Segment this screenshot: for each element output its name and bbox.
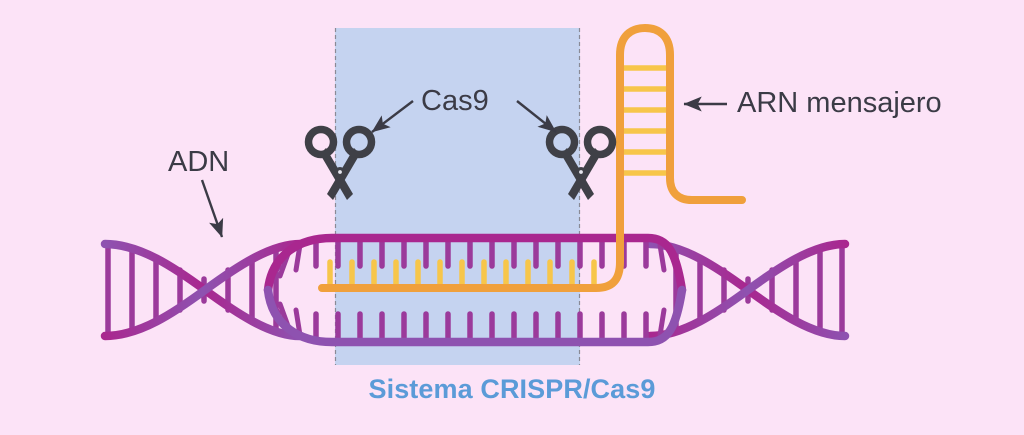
rna-hairpin-loop <box>616 24 746 209</box>
dna-top-teeth <box>313 237 649 269</box>
scissors-icon-left[interactable] <box>304 125 376 201</box>
crispr-highlight-box <box>334 28 581 365</box>
rna-guide-strand <box>318 201 624 292</box>
hairpin-rungs <box>619 65 671 176</box>
dna-unwound-bubble <box>263 233 687 347</box>
arrow-down-left-icon <box>371 100 414 133</box>
arrow-down-right-icon <box>200 179 224 238</box>
rna-teeth <box>327 259 597 289</box>
label-adn: ADN <box>168 146 230 178</box>
figure-caption: Sistema CRISPR/Cas9 <box>368 374 656 404</box>
label-cas9: Cas9 <box>421 85 489 117</box>
dna-bottom-teeth <box>313 311 649 343</box>
dna-helix-left <box>100 239 305 341</box>
scissors-icon-right[interactable] <box>545 125 617 201</box>
arrow-down-right-icon <box>516 100 557 133</box>
label-arn-mensajero: ARN mensajero <box>737 87 942 119</box>
